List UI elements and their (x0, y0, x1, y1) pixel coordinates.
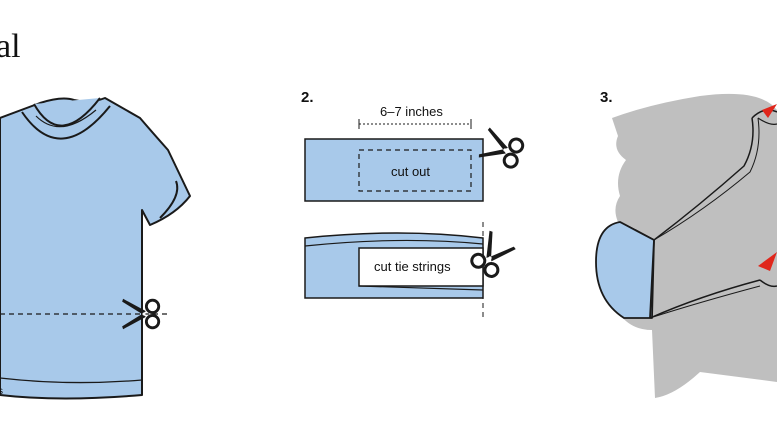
cut-tie-label: cut tie strings (374, 259, 451, 274)
arrow-icon (758, 104, 777, 271)
tshirt-illustration (0, 97, 191, 400)
fabric-strip-top (304, 119, 484, 202)
cut-out-label: cut out (391, 164, 431, 179)
face-mask (595, 109, 777, 319)
step2-number: 2. (301, 89, 314, 106)
measure-label: 6–7 inches (380, 104, 443, 119)
fabric-strip-bottom (304, 222, 484, 318)
scissors-icon (476, 125, 527, 172)
step1-caption: s (0, 386, 3, 397)
page-title: al (0, 28, 21, 65)
head-silhouette (601, 93, 777, 398)
step3-number: 3. (600, 89, 613, 106)
